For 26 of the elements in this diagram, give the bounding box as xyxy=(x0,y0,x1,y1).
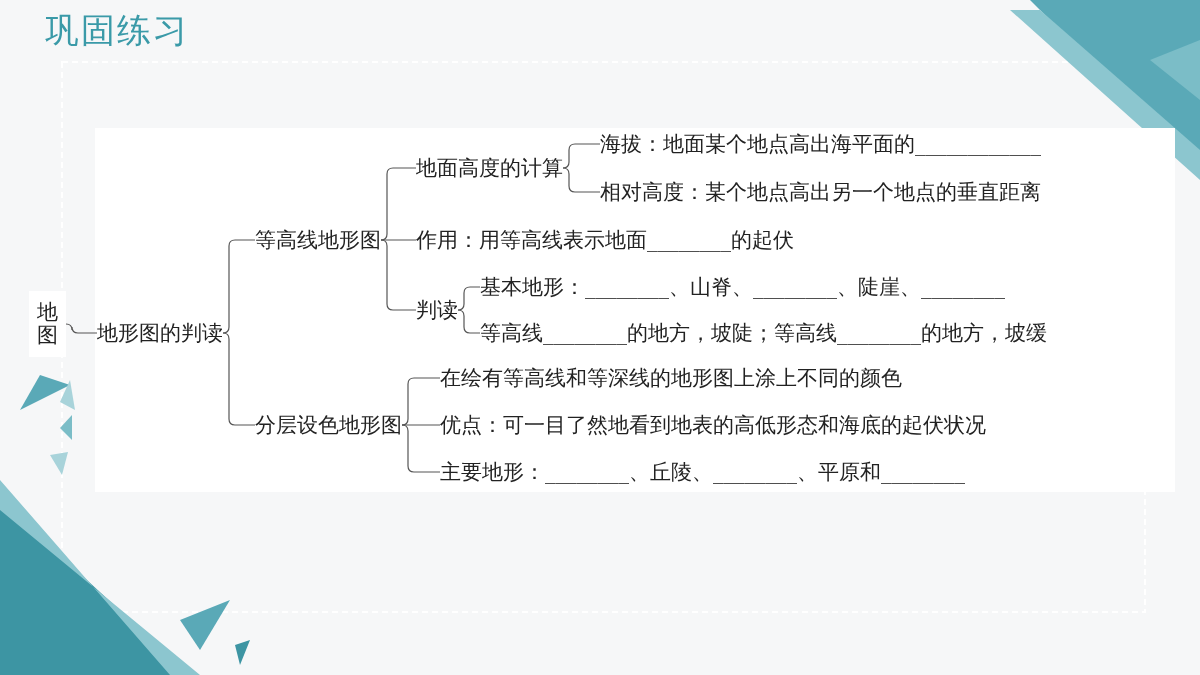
topic-label: 等高线________的地方，坡陡；等高线________的地方，坡缓 xyxy=(480,320,1047,346)
brace-connector xyxy=(457,309,481,334)
brace-connector xyxy=(457,286,481,311)
brace-connector xyxy=(222,332,256,426)
topic-label: 地面高度的计算 xyxy=(416,155,563,181)
brace-connector xyxy=(562,167,601,193)
brace-connector xyxy=(380,239,417,241)
topic-label: 等高线地形图 xyxy=(255,227,381,253)
brace-connector xyxy=(222,239,256,334)
topic-label: 判读 xyxy=(416,297,458,323)
brace-connector xyxy=(401,424,441,473)
brace-connector xyxy=(65,323,98,334)
topic-label: 海拔：地面某个地点高出海平面的____________ xyxy=(600,131,1041,157)
topic-label: 在绘有等高线和等深线的地形图上涂上不同的颜色 xyxy=(440,365,902,391)
topic-label: 作用：用等高线表示地面________的起伏 xyxy=(416,227,794,253)
topic-label: 基本地形：________、山脊、________、陡崖、________ xyxy=(480,274,1005,300)
topic-label: 分层设色地形图 xyxy=(255,412,402,438)
topic-label: 地形图的判读 xyxy=(97,320,223,346)
brace-connector xyxy=(380,239,417,311)
page-title: 巩固练习 xyxy=(45,9,189,52)
topic-label: 相对高度：某个地点高出另一个地点的垂直距离 xyxy=(600,179,1041,205)
topic-label: 主要地形：________、丘陵、________、平原和________ xyxy=(440,459,965,485)
brace-connector xyxy=(401,424,441,426)
topic-label: 优点：可一目了然地看到地表的高低形态和海底的起伏状况 xyxy=(440,412,986,438)
brace-connector xyxy=(562,143,601,169)
topic-label: 地图 xyxy=(29,290,66,358)
